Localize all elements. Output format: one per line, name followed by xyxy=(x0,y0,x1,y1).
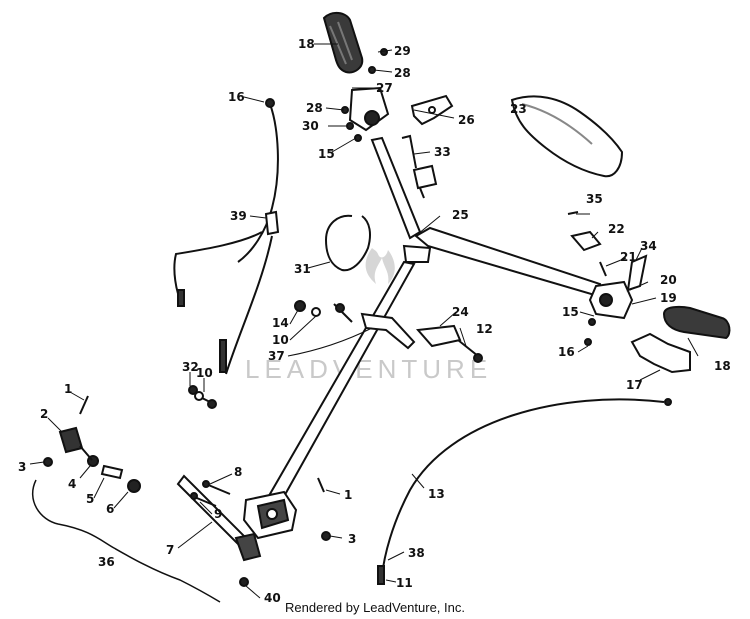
brake-lever xyxy=(630,332,691,374)
handlebar-frame xyxy=(268,136,602,502)
callout-38: 38 xyxy=(408,546,425,560)
callout-2: 2 xyxy=(40,407,48,421)
callout-22: 22 xyxy=(608,222,625,236)
callout-18-right: 18 xyxy=(714,359,731,373)
callout-14: 14 xyxy=(272,316,289,330)
callout-39: 39 xyxy=(230,209,247,223)
callout-34: 34 xyxy=(640,239,657,253)
callout-35: 35 xyxy=(586,192,603,206)
callout-16-left: 16 xyxy=(228,90,245,104)
leader-lines xyxy=(29,43,699,599)
callout-9: 9 xyxy=(214,507,222,521)
callout-18-left: 18 xyxy=(298,37,315,51)
callout-28-side: 28 xyxy=(306,101,323,115)
callout-29: 29 xyxy=(394,44,411,58)
callout-30: 30 xyxy=(302,119,319,133)
callout-25: 25 xyxy=(452,208,469,222)
callout-36: 36 xyxy=(98,555,115,569)
callout-1-mid: 1 xyxy=(344,488,352,502)
callout-3-mid: 3 xyxy=(348,532,356,546)
watermark-text: LEADVENTURE xyxy=(245,354,492,384)
callout-32: 32 xyxy=(182,360,199,374)
callout-10-mid: 10 xyxy=(272,333,289,347)
callout-20: 20 xyxy=(660,273,677,287)
callout-6: 6 xyxy=(106,502,114,516)
callout-numbers: 18 29 28 27 28 30 15 26 33 16 39 31 14 1… xyxy=(18,37,731,605)
watermark: LEADVENTURE xyxy=(245,248,492,384)
right-grip xyxy=(662,305,731,340)
callout-4: 4 xyxy=(68,477,76,491)
callout-23: 23 xyxy=(510,102,527,116)
callout-26: 26 xyxy=(458,113,475,127)
callout-7: 7 xyxy=(166,543,174,557)
throttle-cable xyxy=(173,98,280,375)
cable-end-hardware xyxy=(188,385,217,409)
callout-37: 37 xyxy=(268,349,285,363)
callout-33: 33 xyxy=(434,145,451,159)
footer-credit: Rendered by LeadVenture, Inc. xyxy=(285,600,465,615)
callout-27: 27 xyxy=(376,81,393,95)
hand-guard xyxy=(510,95,624,178)
right-control-assembly xyxy=(567,211,648,346)
mount-fasteners xyxy=(294,300,483,363)
brake-cable xyxy=(377,398,672,585)
callout-21: 21 xyxy=(620,250,637,264)
callout-3-left: 3 xyxy=(18,460,26,474)
callout-15-left: 15 xyxy=(318,147,335,161)
callout-16-right: 16 xyxy=(558,345,575,359)
callout-40: 40 xyxy=(264,591,281,605)
callout-1-left: 1 xyxy=(64,382,72,396)
pivot-assembly xyxy=(43,426,141,493)
lever-bracket xyxy=(410,94,454,126)
callout-28-top: 28 xyxy=(394,66,411,80)
callout-15-right: 15 xyxy=(562,305,579,319)
steering-mount-block xyxy=(242,490,298,540)
mount-bolts xyxy=(79,395,331,587)
left-grip xyxy=(322,12,364,74)
kill-switch xyxy=(401,134,438,199)
callout-12: 12 xyxy=(476,322,493,336)
callout-17: 17 xyxy=(626,378,643,392)
callout-31: 31 xyxy=(294,262,311,276)
clamp-band xyxy=(324,214,371,272)
callout-24: 24 xyxy=(452,305,469,319)
callout-8: 8 xyxy=(234,465,242,479)
callout-13: 13 xyxy=(428,487,445,501)
callout-11: 11 xyxy=(396,576,413,590)
callout-5: 5 xyxy=(86,492,94,506)
assembly-bracket-36 xyxy=(31,479,221,603)
callout-10-left: 10 xyxy=(196,366,213,380)
callout-19: 19 xyxy=(660,291,677,305)
